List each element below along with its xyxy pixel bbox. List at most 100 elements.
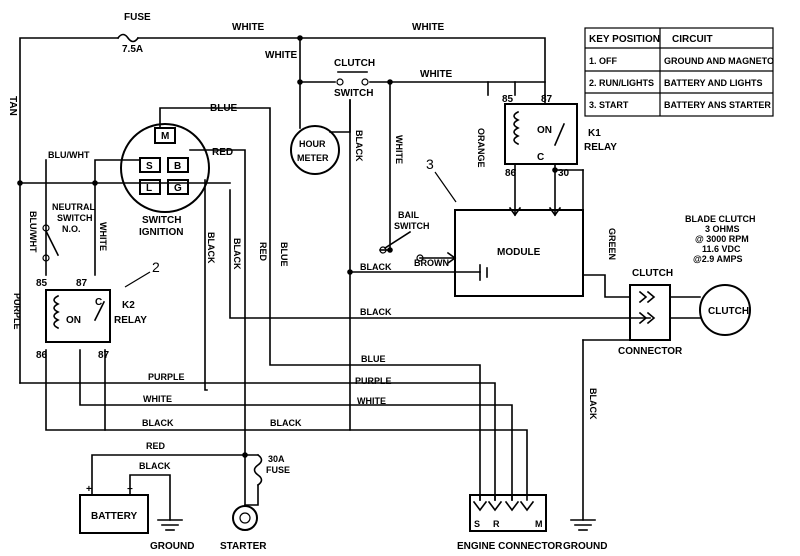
fuse-7-5a: FUSE 7.5A — [116, 12, 151, 55]
neutral-label-1: NEUTRAL — [52, 202, 95, 212]
k1-label: K1 — [588, 128, 601, 139]
label-white-top: WHITE — [232, 22, 265, 33]
table-row-2-key: 2. RUN/LIGHTS — [589, 78, 654, 88]
k2-relay: 85 87 86 87 C ON K2 RELAY 2 — [36, 259, 160, 361]
label-white-k2: WHITE — [98, 222, 108, 251]
neutral-label-2: SWITCH — [57, 213, 93, 223]
wires — [19, 37, 701, 521]
label-blu-wht: BLU/WHT — [48, 150, 90, 160]
clutch-switch-label: CLUTCH — [334, 58, 375, 69]
eng-term-s: S — [474, 519, 480, 529]
label-black-mod: BLACK — [360, 262, 392, 272]
neutral-label-3: N.O. — [62, 224, 81, 234]
label-black-low-2: BLACK — [270, 418, 302, 428]
label-tan: TAN — [7, 96, 18, 116]
label-white-top-2: WHITE — [412, 22, 445, 33]
battery-minus: − — [127, 484, 133, 495]
label-black-ign: BLACK — [206, 232, 216, 264]
k1-relay: 85 87 86 30 ON C K1 RELAY — [502, 94, 617, 179]
table-row-2-circuit: BATTERY AND LIGHTS — [664, 78, 763, 88]
label-black-mid: BLACK — [360, 307, 392, 317]
neutral-switch: NEUTRAL SWITCH N.O. — [42, 202, 95, 262]
term-g: G — [174, 183, 182, 194]
ignition-label-2: IGNITION — [139, 227, 183, 238]
wire-labels: WHITE WHITE WHITE WHITE TAN BLUE RED BLU… — [7, 22, 617, 471]
blade-line-2: 3 OHMS — [705, 224, 740, 234]
label-white-bail: WHITE — [394, 135, 404, 164]
label-white-4: WHITE — [420, 69, 453, 80]
label-white-low: WHITE — [143, 394, 172, 404]
label-red-v: RED — [258, 242, 268, 262]
label-white-3: WHITE — [265, 50, 298, 61]
k1-term-85: 85 — [502, 94, 514, 105]
k2-term-87b: 87 — [98, 350, 110, 361]
ground-symbol-1: GROUND — [150, 519, 194, 552]
bail-switch: BAIL SWITCH — [379, 210, 430, 262]
battery-label: BATTERY — [91, 511, 137, 522]
clutch-switch-label-2: SWITCH — [334, 88, 373, 99]
k1-term-30: 30 — [558, 168, 570, 179]
table-header-key: KEY POSITION — [589, 34, 660, 45]
label-black-bat: BLACK — [139, 461, 171, 471]
k2-relay-label: RELAY — [114, 315, 147, 326]
label-red-bat: RED — [146, 441, 166, 451]
clutch-label: CLUTCH — [708, 306, 749, 317]
label-red: RED — [212, 147, 233, 158]
clutch-switch: CLUTCH SWITCH — [334, 58, 375, 99]
fuse30-label-2: FUSE — [266, 465, 290, 475]
k1-term-c: C — [537, 152, 544, 163]
label-green: GREEN — [607, 228, 617, 260]
ground-label-1: GROUND — [150, 541, 194, 552]
label-black-gnd: BLACK — [588, 388, 598, 420]
ignition-switch: M S B L G SWITCH IGNITION — [120, 123, 210, 238]
label-blue-low: BLUE — [361, 354, 386, 364]
eng-term-r: R — [493, 519, 500, 529]
table-row-3-circuit: BATTERY ANS STARTER — [664, 100, 771, 110]
connector-label: CONNECTOR — [618, 346, 683, 357]
label-blu-wht-2: BLU/WHT — [28, 211, 38, 253]
k2-term-86: 86 — [36, 350, 48, 361]
callout-2: 2 — [152, 259, 160, 275]
term-b: B — [174, 161, 181, 172]
label-purple-low: PURPLE — [148, 372, 185, 382]
label-black-low: BLACK — [142, 418, 174, 428]
battery: BATTERY + − — [79, 484, 149, 534]
blade-line-1: BLADE CLUTCH — [685, 214, 756, 224]
ignition-label-1: SWITCH — [142, 215, 181, 226]
callout-3: 3 — [426, 156, 434, 172]
k2-term-on: ON — [66, 315, 81, 326]
table-row-3-key: 3. START — [589, 100, 629, 110]
bail-label-1: BAIL — [398, 210, 419, 220]
eng-term-m: M — [535, 519, 543, 529]
k1-relay-label: RELAY — [584, 142, 617, 153]
clutch-connector: CLUTCH CONNECTOR — [582, 268, 683, 357]
table-row-1-circuit: GROUND AND MAGNETO — [664, 56, 774, 66]
blade-line-3: @ 3000 RPM — [695, 234, 749, 244]
blade-clutch-info: BLADE CLUTCH 3 OHMS @ 3000 RPM 11.6 VDC … — [685, 214, 756, 264]
label-blue: BLUE — [210, 103, 238, 114]
fuse-rating: 7.5A — [122, 44, 143, 55]
table-header-circuit: CIRCUIT — [672, 34, 713, 45]
label-black-ign-2: BLACK — [232, 238, 242, 270]
hour-label: HOUR — [299, 139, 326, 149]
term-l: L — [146, 183, 152, 194]
k2-label: K2 — [122, 300, 135, 311]
label-blue-v: BLUE — [279, 242, 289, 267]
k1-term-on: ON — [537, 125, 552, 136]
engine-connector-label: ENGINE CONNECTOR — [457, 541, 563, 552]
term-m: M — [161, 131, 169, 142]
label-black-hm: BLACK — [354, 130, 364, 162]
starter-label: STARTER — [220, 541, 267, 552]
battery-plus: + — [86, 484, 92, 495]
label-orange: ORANGE — [476, 128, 486, 168]
key-position-table: KEY POSITION CIRCUIT 1. OFF GROUND AND M… — [584, 27, 774, 117]
label-brown: BROWN — [414, 258, 449, 268]
meter-label: METER — [297, 153, 329, 163]
fuse30-label-1: 30A — [268, 454, 285, 464]
clutch-conn-label: CLUTCH — [632, 268, 673, 279]
k1-term-86: 86 — [505, 168, 517, 179]
ground-label-2: GROUND — [563, 541, 607, 552]
blade-line-4: 11.6 VDC — [702, 244, 741, 254]
k2-term-85: 85 — [36, 278, 48, 289]
